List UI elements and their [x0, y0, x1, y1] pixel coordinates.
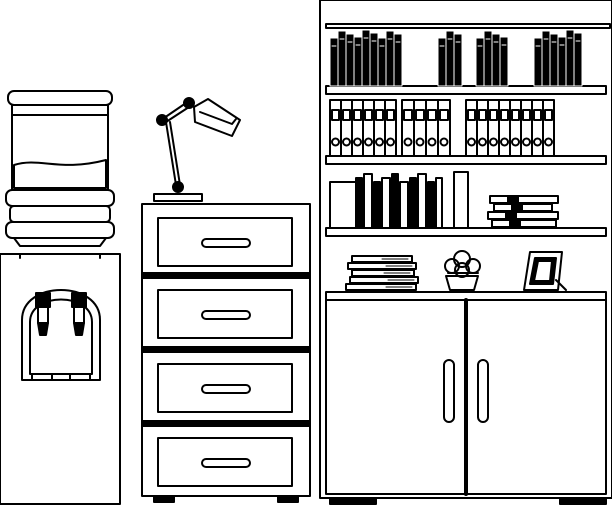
book — [557, 36, 567, 87]
book — [491, 219, 557, 228]
book — [363, 173, 373, 229]
book — [487, 211, 559, 220]
book — [385, 30, 395, 87]
binder — [465, 99, 478, 157]
book — [533, 37, 543, 87]
binder — [531, 99, 544, 157]
book — [329, 37, 339, 87]
book — [437, 37, 447, 87]
book — [475, 37, 485, 87]
drawer-handle — [201, 238, 251, 248]
binder — [498, 99, 511, 157]
binder — [413, 99, 427, 157]
book — [399, 181, 409, 229]
drawer-cabinet — [141, 203, 311, 503]
drawer-2 — [141, 272, 311, 339]
cooler-base — [0, 253, 121, 505]
book — [351, 255, 413, 263]
book — [573, 32, 583, 87]
binder — [520, 99, 533, 157]
tap-right-icon — [71, 292, 87, 336]
book — [337, 30, 347, 87]
binder — [487, 99, 500, 157]
binder — [384, 99, 397, 157]
potted-plant — [444, 250, 481, 291]
binder — [373, 99, 386, 157]
book — [381, 177, 391, 229]
binder — [476, 99, 489, 157]
desk-lamp — [153, 97, 241, 202]
binder — [329, 99, 342, 157]
drawer-handle — [201, 384, 251, 394]
book — [361, 29, 371, 87]
drawer-4 — [141, 420, 311, 487]
bookcase-doors — [325, 298, 607, 496]
book — [427, 181, 435, 229]
binder — [509, 99, 522, 157]
binder — [437, 99, 451, 157]
book — [391, 173, 399, 229]
book — [409, 177, 417, 229]
book-stack-left — [345, 255, 419, 291]
book — [483, 30, 493, 87]
water-bottle — [5, 90, 115, 247]
drawer-1 — [157, 217, 293, 267]
book — [393, 33, 403, 87]
book — [435, 177, 443, 229]
binder — [542, 99, 555, 157]
shelf-board — [325, 155, 607, 165]
book — [549, 33, 559, 87]
book — [565, 29, 575, 87]
binder — [362, 99, 375, 157]
book — [491, 33, 501, 87]
binder — [351, 99, 364, 157]
book — [417, 173, 427, 229]
book — [353, 36, 363, 87]
binder — [401, 99, 415, 157]
binders-row — [329, 99, 555, 157]
books-top-row — [329, 29, 583, 87]
book — [541, 30, 551, 87]
tap-left-icon — [35, 292, 51, 336]
book — [453, 33, 463, 87]
book — [345, 33, 355, 87]
book — [377, 37, 387, 87]
book — [499, 36, 509, 87]
book-stack-right — [487, 195, 559, 228]
book — [445, 30, 455, 87]
book — [355, 177, 363, 229]
book — [373, 181, 381, 229]
books-middle-row — [329, 171, 469, 229]
water-cooler — [0, 90, 121, 505]
book — [369, 32, 379, 87]
drawer-handle — [201, 310, 251, 320]
shelf-board — [325, 85, 607, 95]
binder — [340, 99, 353, 157]
bookcase — [319, 0, 612, 505]
shelf-board — [325, 227, 607, 237]
binder — [425, 99, 439, 157]
picture-frame — [523, 251, 567, 291]
drawer-handle — [201, 458, 251, 468]
drawer-3 — [141, 346, 311, 413]
book — [489, 195, 559, 204]
